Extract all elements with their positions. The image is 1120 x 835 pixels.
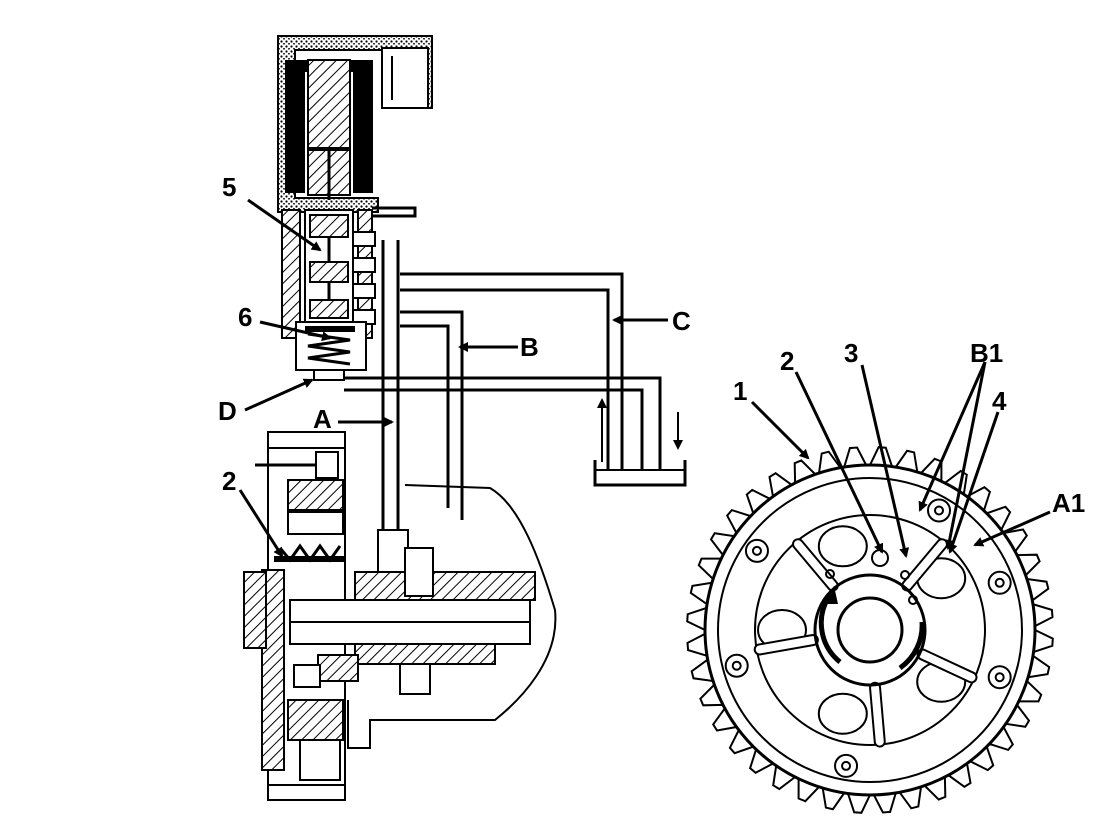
label-A: A — [313, 404, 332, 434]
bolt-center — [994, 672, 1005, 683]
label-B: B — [520, 332, 539, 362]
label-1: 1 — [733, 376, 747, 406]
bolt-hole — [744, 538, 769, 563]
rotor-vane — [794, 540, 837, 590]
housing-window — [817, 525, 868, 568]
label-C: C — [672, 306, 691, 336]
bolt-hole — [927, 498, 951, 523]
rotor-vane — [755, 636, 817, 654]
right-labels: 1 2 3 B1 4 A1 — [733, 338, 1085, 518]
label-D: D — [218, 396, 237, 426]
oil-passages — [344, 240, 687, 560]
bolt-center — [934, 505, 944, 516]
bolt-hole — [987, 570, 1012, 595]
label-2-left: 2 — [222, 466, 236, 496]
sprocket-front-view — [686, 446, 1054, 814]
bolt-center — [841, 760, 852, 771]
bolt-hole — [987, 665, 1012, 690]
leader-lines — [238, 198, 1051, 558]
sprocket-teeth — [686, 446, 1054, 814]
bolt-hole — [834, 753, 859, 778]
solenoid-valve — [277, 35, 433, 381]
rotor-vane — [903, 540, 946, 590]
bolt-center — [751, 545, 762, 556]
bolt-center — [731, 660, 742, 671]
rotor-vane — [871, 683, 884, 746]
label-3: 3 — [844, 338, 858, 368]
bolt-center — [994, 577, 1005, 588]
label-5: 5 — [222, 172, 236, 202]
bolt-hole — [724, 653, 749, 678]
label-A1: A1 — [1052, 488, 1085, 518]
label-6: 6 — [238, 302, 252, 332]
camshaft-adjuster-section — [243, 431, 557, 801]
label-B1: B1 — [970, 338, 1003, 368]
left-labels: 5 6 C B D A 2 — [218, 172, 691, 496]
label-2-right: 2 — [780, 346, 794, 376]
label-4: 4 — [992, 386, 1007, 416]
flow-arrows — [597, 398, 683, 462]
rotor-vane — [918, 650, 976, 682]
housing-window — [817, 692, 868, 735]
